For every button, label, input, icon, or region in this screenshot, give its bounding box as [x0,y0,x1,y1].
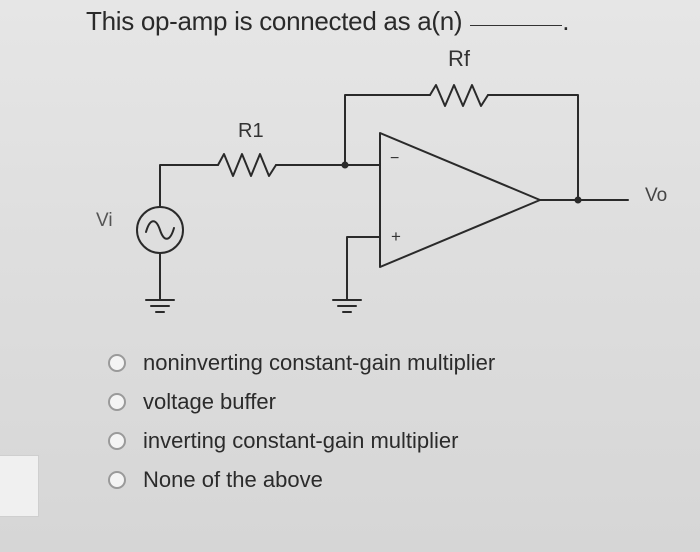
radio-button[interactable] [108,353,126,372]
option-voltage-buffer[interactable]: voltage buffer [108,382,495,421]
ground-symbol-source [145,299,175,313]
option-label: noninverting constant-gain multiplier [143,349,496,375]
question-text: This op-amp is connected as a(n). [86,6,569,37]
rf-resistor [429,84,489,107]
question-period: . [562,6,570,36]
option-noninverting-multiplier[interactable]: noninverting constant-gain multiplier [108,343,495,382]
inverting-input-sign: − [390,150,400,167]
vo-label: Vo [645,185,668,206]
radio-button[interactable] [108,392,126,411]
sine-wave-icon [145,220,175,240]
input-wire [159,164,219,208]
ac-source-icon [136,206,184,254]
option-label: voltage buffer [143,388,276,414]
noninverting-input-sign: + [391,227,401,246]
feedback-wire-right [487,94,579,201]
junction-dot-input [341,161,349,169]
noninverting-wire [346,236,381,301]
op-amp-triangle [379,132,541,268]
radio-button[interactable] [108,431,126,450]
option-inverting-multiplier[interactable]: inverting constant-gain multiplier [108,421,495,460]
option-none-of-the-above[interactable]: None of the above [108,460,495,499]
vi-label: Vi [96,210,113,231]
r1-resistor [217,153,277,177]
option-label: None of the above [143,466,323,492]
feedback-wire [344,94,431,164]
junction-dot-output [574,196,582,204]
radio-button[interactable] [108,470,126,489]
answer-options: noninverting constant-gain multiplier vo… [108,343,495,499]
left-edge-panel [0,455,39,517]
r1-label: R1 [238,120,264,142]
answer-blank [470,25,563,26]
ground-symbol-opamp [332,299,362,313]
question-prompt: This op-amp is connected as a(n) [86,6,463,36]
option-label: inverting constant-gain multiplier [143,427,459,453]
rf-label: Rf [448,46,470,71]
